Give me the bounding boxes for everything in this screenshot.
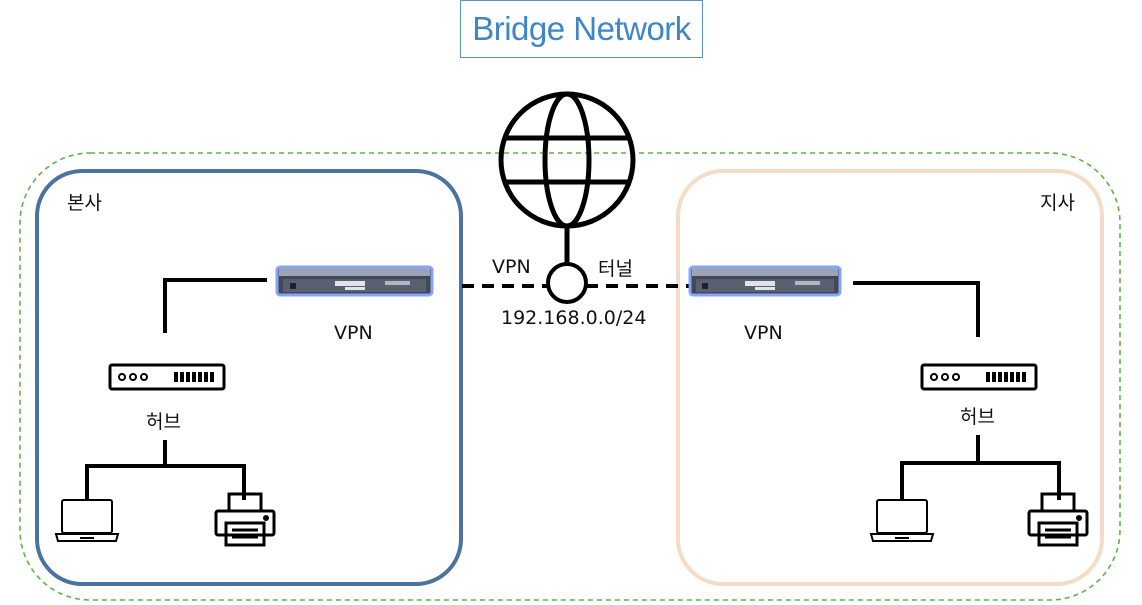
tunnel-node (546, 262, 588, 304)
diagram-title: Bridge Network (460, 0, 703, 58)
printer-icon (214, 492, 276, 547)
hq-device-bus (85, 464, 246, 500)
printer-icon (1027, 492, 1089, 547)
vpn-server-icon (275, 265, 434, 297)
hq-vpn-to-hub-link (163, 278, 267, 333)
tunnel-label: 터널 (598, 258, 633, 280)
hub-icon (920, 363, 1038, 391)
branch-hub-label: 허브 (960, 406, 995, 428)
hub-icon (108, 363, 226, 391)
branch-vpn-label: VPN (744, 322, 783, 344)
hq-vpn-label: VPN (334, 322, 373, 344)
hq-label: 본사 (67, 192, 102, 214)
branch-device-bus (900, 461, 1061, 500)
hq-site-box (35, 169, 463, 586)
laptop-icon (54, 499, 120, 542)
tunnel-vpn-label: VPN (492, 256, 531, 278)
branch-site-box (676, 169, 1104, 586)
globe-icon (498, 91, 636, 229)
vpn-server-icon (688, 265, 842, 297)
bridge-network-boundary (19, 152, 1121, 601)
hq-hub-label: 허브 (146, 411, 181, 433)
branch-vpn-to-hub-link (853, 281, 980, 337)
branch-label: 지사 (1040, 192, 1075, 214)
laptop-icon (869, 499, 935, 542)
tunnel-subnet-label: 192.168.0.0/24 (501, 307, 647, 329)
